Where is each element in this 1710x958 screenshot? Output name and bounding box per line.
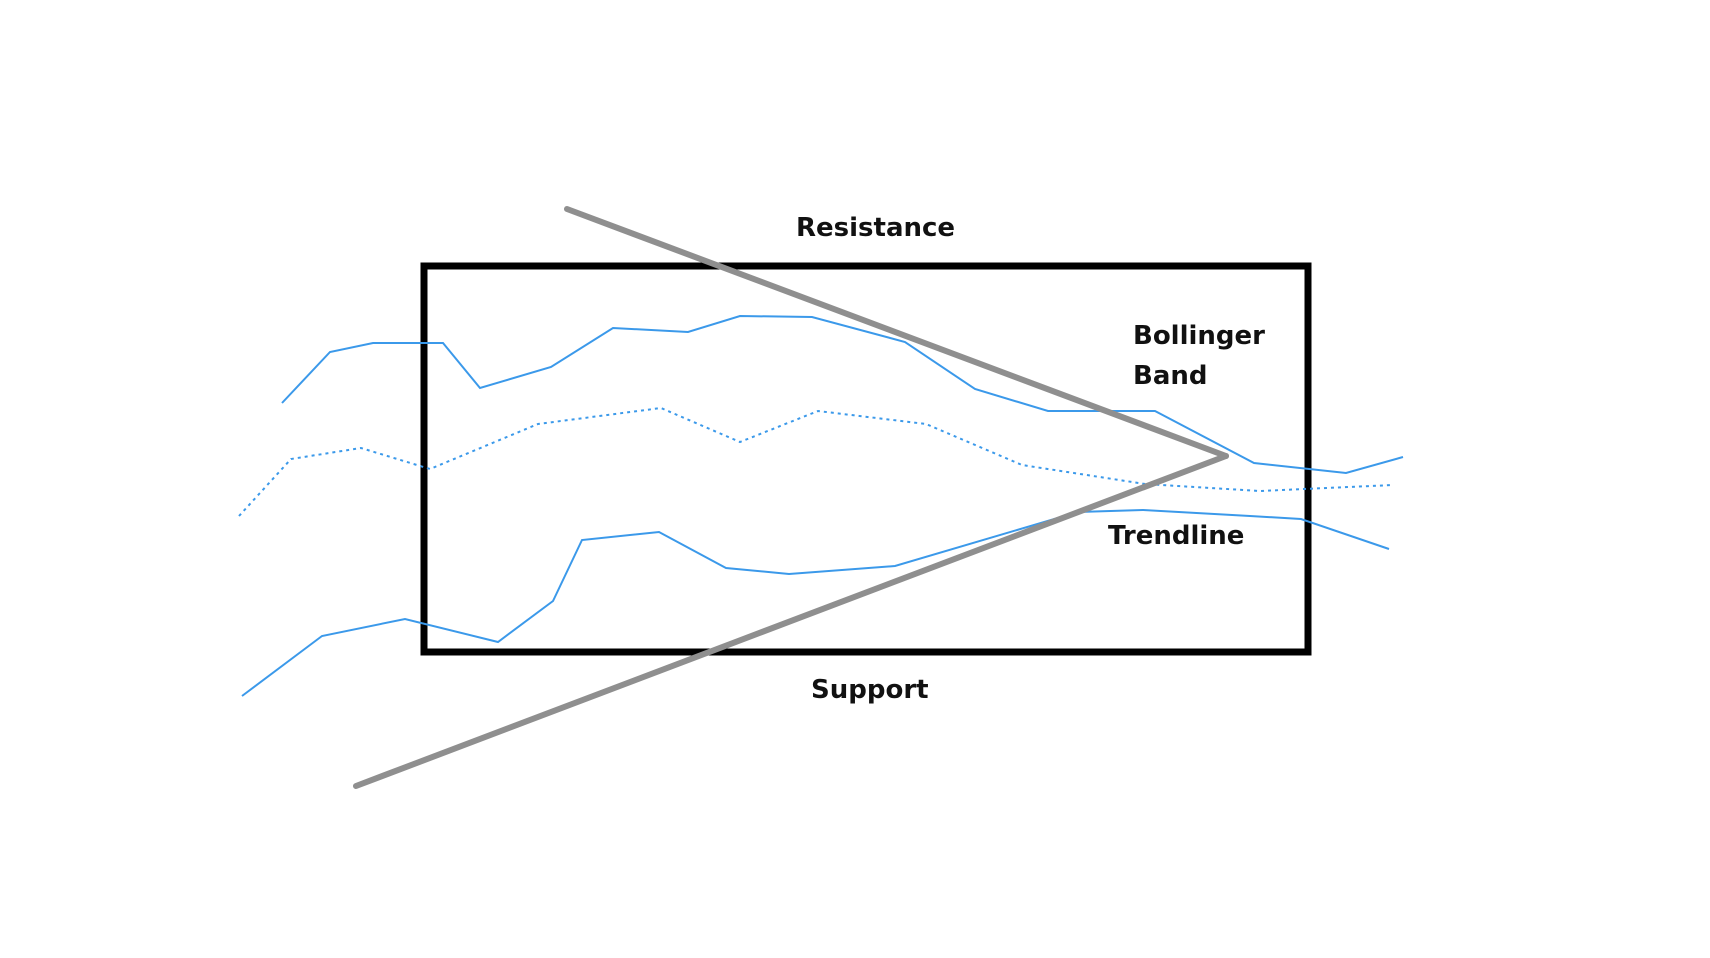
frame-box (420, 262, 1312, 656)
trendline-label: Trendline (1108, 521, 1245, 551)
bollinger-band-label: Bollinger Band (1133, 316, 1265, 396)
middle-band-line (238, 406, 1394, 517)
bollinger-band-label-line1: Bollinger (1133, 321, 1265, 351)
support-trendline (353, 453, 1229, 789)
lower-band-line (241, 508, 1390, 697)
resistance-trendline (564, 206, 1229, 459)
support-label: Support (811, 675, 929, 705)
resistance-label: Resistance (796, 213, 956, 243)
bollinger-band-label-line2: Band (1133, 361, 1208, 391)
upper-band-line (281, 314, 1404, 475)
